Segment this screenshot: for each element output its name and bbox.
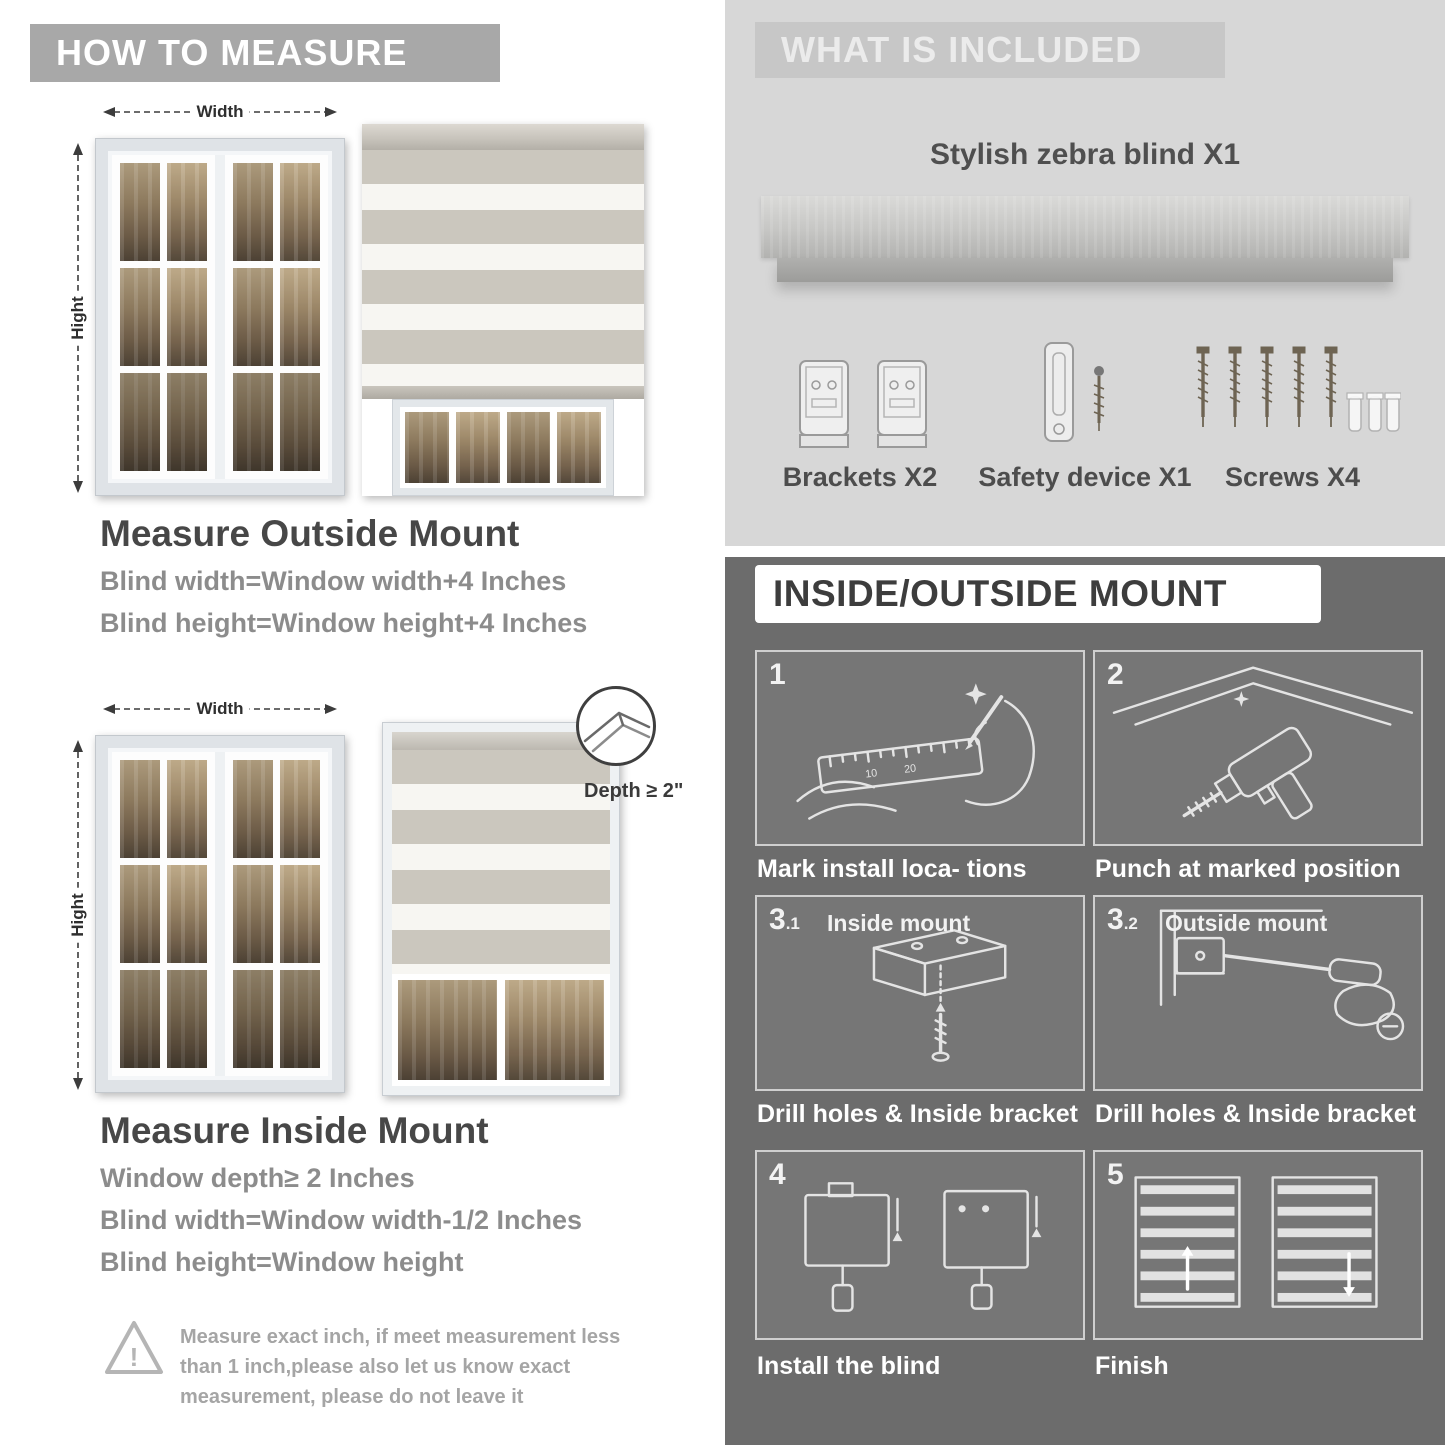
install-blind-icon [804,1182,1042,1312]
width-arrow-icon: Width [103,699,337,719]
step-panel-1: 10 20 1 [755,650,1085,846]
step-number: 2 [1107,658,1124,691]
step-caption-2: Punch at marked position [1095,855,1401,883]
step-number: 5 [1107,1158,1124,1191]
headrail-image [761,196,1409,258]
inside-mount-title: Measure Inside Mount [100,1110,489,1151]
inside-mount-line2: Blind width=Window width-1/2 Inches [100,1205,583,1235]
window-under-blind [392,399,614,496]
step-panel-3-2: 3.2 Outside mount [1093,895,1423,1091]
step-title: Outside mount [1165,910,1328,936]
step-number: 4 [769,1158,786,1191]
mark-location-icon: 10 20 [796,683,1035,820]
screws-image [1187,335,1402,455]
brackets-label: Brackets X2 [782,462,938,492]
depth-label: Depth ≥ 2" [584,780,684,802]
window-under-blind [392,974,610,1086]
window-photo-inside [95,735,345,1093]
step-caption-5: Finish [1095,1352,1169,1380]
warning-icon: ! [102,1318,166,1378]
window-sashes [108,151,332,483]
step-caption-4: Install the blind [757,1352,941,1380]
step-panel-5: 5 [1093,1150,1423,1340]
outside-mount-line2: Blind height=Window height+4 Inches [100,608,588,638]
step-caption-3-2: Drill holes & Inside bracket [1095,1100,1416,1128]
what-is-included-section: WHAT IS INCLUDED Stylish zebra blind X1 [725,0,1445,546]
finish-icon [1134,1176,1378,1308]
step-caption-3-1: Drill holes & Inside bracket [757,1100,1078,1128]
outside-mount-line1: Blind width=Window width+4 Inches [100,566,567,596]
inside-mount-line1: Window depth≥ 2 Inches [100,1163,415,1193]
width-arrow-icon: Width [103,102,337,122]
window-sashes [108,748,332,1080]
mount-section: INSIDE/OUTSIDE MOUNT 10 20 1 [725,557,1445,1445]
blind-cassette [392,732,610,750]
height-arrow-icon: Hight [68,740,88,1090]
height-arrow-icon: Hight [68,143,88,493]
blind-bottomrail [362,386,644,399]
safety-device-image [1010,330,1140,455]
what-is-included-header: WHAT IS INCLUDED [755,22,1225,78]
depth-callout-icon [576,686,656,766]
svg-text:20: 20 [904,762,917,775]
inside-mount-line3: Blind height=Window height [100,1247,464,1277]
zebra-blind-outside-image [362,124,644,496]
window-photo-outside [95,138,345,496]
step-title: Inside mount [827,910,971,936]
drill-icon [1112,666,1414,820]
height-label: Hight [68,290,88,346]
product-label: Stylish zebra blind X1 [929,138,1241,171]
step-panel-4: 4 [755,1150,1085,1340]
height-label: Hight [68,887,88,943]
svg-text:!: ! [130,1342,139,1372]
outside-bracket-icon [1159,909,1405,1041]
how-to-measure-header: HOW TO MEASURE [30,24,500,82]
blind-stripes [392,750,610,974]
measure-note: Measure exact inch, if meet measurement … [180,1326,621,1408]
step-caption-1: Mark install loca- tions [757,855,1027,883]
blind-stripes [362,150,644,386]
width-label: Width [190,699,250,719]
step-number: 3.2 [1107,903,1138,936]
step-panel-3-1: 3.1 Inside mount [755,895,1085,1091]
step-number: 3.1 [769,903,800,936]
brackets-image [783,335,943,455]
screws-label: Screws X4 [1224,462,1361,492]
blind-cassette [362,124,644,150]
inside-bracket-icon [872,929,1007,1062]
svg-text:10: 10 [865,767,878,780]
step-number: 1 [769,658,786,691]
outside-mount-title: Measure Outside Mount [100,513,520,554]
mount-header: INSIDE/OUTSIDE MOUNT [755,565,1321,623]
safety-device-label: Safety device X1 [978,462,1192,492]
zebra-blind-inside-image [382,722,620,1096]
step-panel-2: 2 [1093,650,1423,846]
width-label: Width [190,102,250,122]
headrail-lip-image [777,258,1393,282]
